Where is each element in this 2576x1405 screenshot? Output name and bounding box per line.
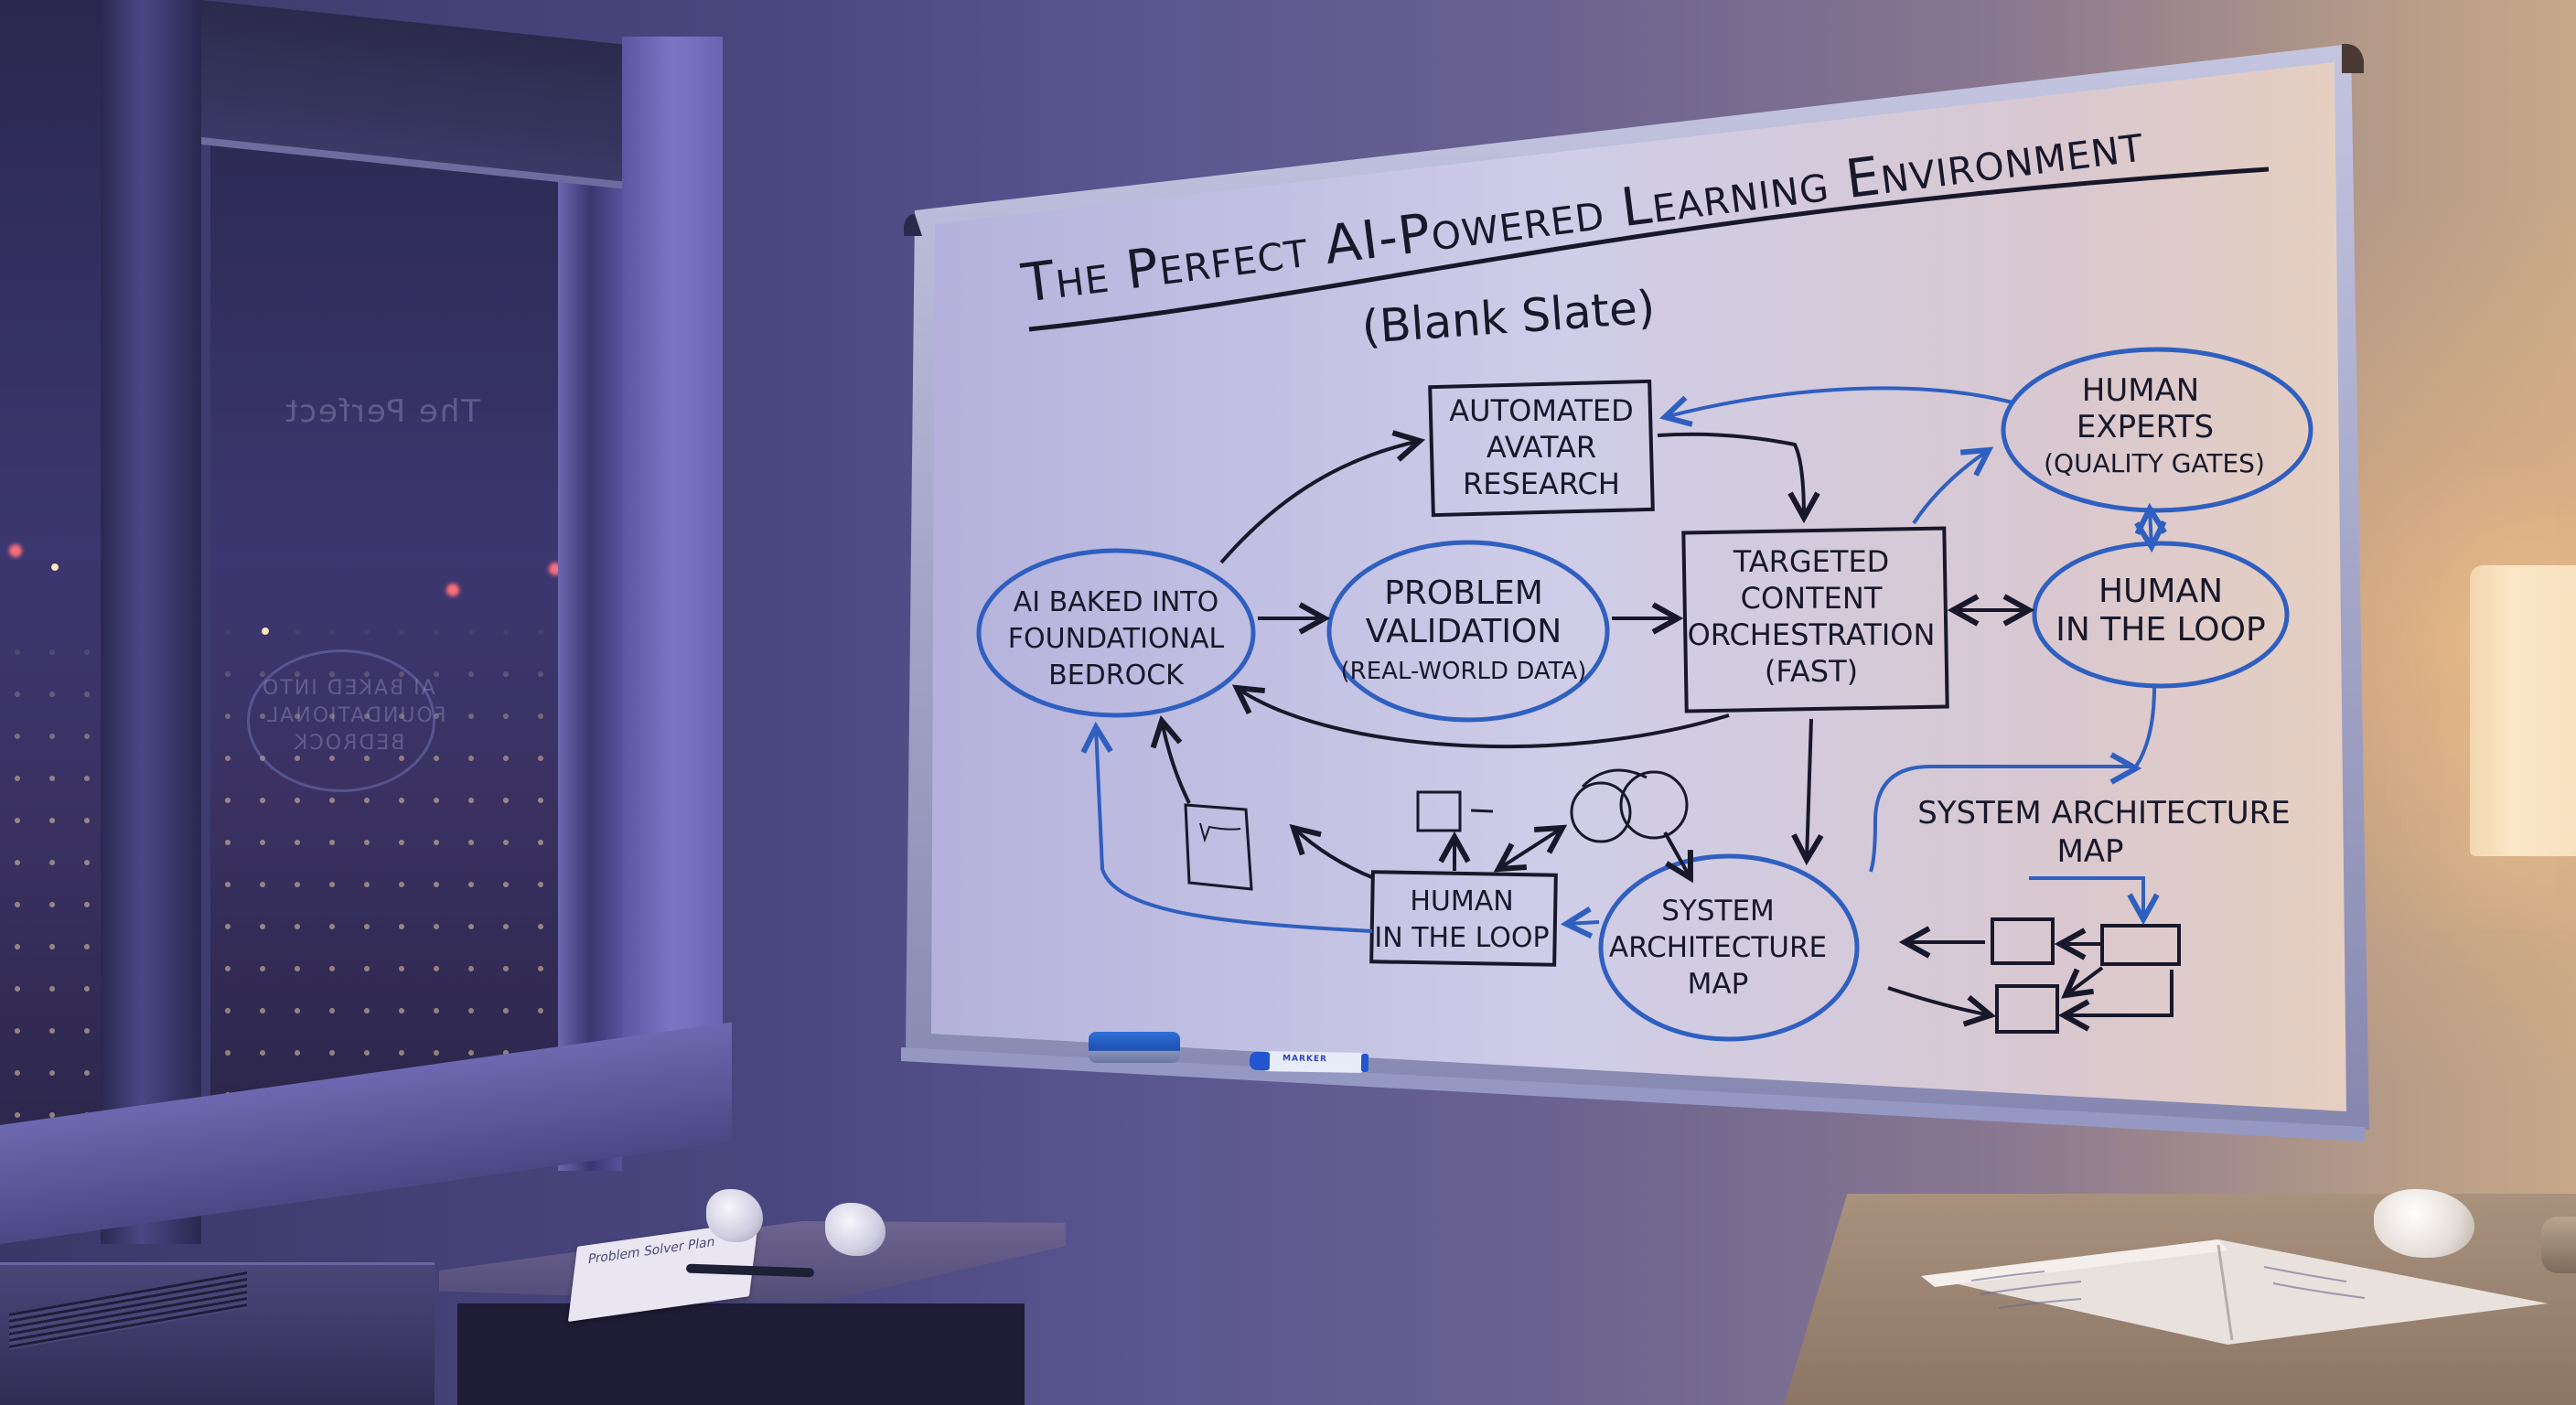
sketch-document [1184,803,1253,891]
svg-text:MAP: MAP [1688,968,1749,1001]
node-problem-validation: PROBLEM VALIDATION (REAL-WORLD DATA) [1326,540,1610,723]
side-table-body [457,1303,1025,1405]
window-glass-left [0,0,101,1217]
radiator [0,1262,435,1405]
svg-text:(REAL-WORLD DATA): (REAL-WORLD DATA) [1341,658,1587,685]
whiteboard-surface [931,62,2346,1111]
window-reflection-node-line3: BEDROCK [293,732,405,755]
arch-mini-boxes [1887,917,2181,1034]
node-content-orchestration: TARGETED CONTENT ORCHESTRATION (FAST) [1681,526,1949,713]
crumpled-paper [2374,1189,2474,1258]
sketch-small-box [1416,790,1494,832]
svg-text:EXPERTS: EXPERTS [2077,409,2214,445]
svg-text:MAP: MAP [2056,833,2123,870]
svg-text:BEDROCK: BEDROCK [1048,660,1185,692]
svg-text:ORCHESTRATION: ORCHESTRATION [1688,617,1936,652]
svg-text:HUMAN: HUMAN [2098,573,2223,610]
lamp-shade [2470,565,2576,856]
svg-text:AI BAKED INTO: AI BAKED INTO [1014,586,1219,618]
city-lights [0,0,101,1217]
sketch-cloud [1570,768,1689,843]
lamp-base [2541,1217,2576,1273]
whiteboard-eraser[interactable] [1089,1032,1180,1063]
city-red-light [446,584,459,596]
window-reflection-node-line1: AI BAKED INTO [261,677,435,700]
whiteboard-frame [906,44,2369,1130]
svg-text:RESEARCH: RESEARCH [1463,467,1620,501]
window-mullion [101,0,201,1244]
node-human-loop-bottom: HUMAN IN THE LOOP [1369,870,1558,967]
node-avatar-research: AUTOMATED AVATAR RESEARCH [1428,379,1655,518]
city-red-light [9,544,22,557]
city-lights [210,64,558,1162]
svg-text:(QUALITY GATES): (QUALITY GATES) [2044,448,2265,478]
node-ai-bedrock: AI BAKED INTO FOUNDATIONAL BEDROCK [976,548,1256,718]
node-system-arch-label: SYSTEM ARCHITECTURE MAP [1917,795,2291,870]
marker-cap [1249,1051,1271,1071]
whiteboard-title: The Perfect AI-Powered Learning Environm… [1017,112,2146,315]
marker-end-cap [1360,1053,1369,1073]
svg-text:SYSTEM: SYSTEM [1661,895,1775,928]
marker-label: MARKER [1282,1054,1328,1065]
svg-text:IN THE LOOP: IN THE LOOP [2055,611,2265,649]
svg-text:ARCHITECTURE: ARCHITECTURE [1609,931,1827,964]
svg-text:(FAST): (FAST) [1765,654,1858,689]
title-underline [1028,166,2270,332]
window-reflection-ellipse [247,649,435,792]
svg-text:PROBLEM: PROBLEM [1384,574,1543,612]
svg-text:HUMAN: HUMAN [1410,885,1513,917]
window-frame-right [558,119,622,1171]
svg-text:AUTOMATED: AUTOMATED [1449,393,1633,428]
window-glass-right: The Perfect AI BAKED INTO FOUNDATIONAL B… [210,64,558,1162]
window: The Perfect AI BAKED INTO FOUNDATIONAL B… [0,0,732,1253]
svg-text:CONTENT: CONTENT [1741,581,1883,616]
svg-text:FOUNDATIONAL: FOUNDATIONAL [1008,623,1225,655]
svg-text:TARGETED: TARGETED [1733,544,1890,579]
node-human-loop-right: HUMAN IN THE LOOP [2032,541,2290,689]
crumpled-paper [825,1203,886,1256]
svg-text:IN THE LOOP: IN THE LOOP [1374,922,1549,954]
window-reflection-title: The Perfect [284,393,481,430]
window-wall-reveal [622,37,723,1134]
radiator-grille [9,1271,247,1350]
black-arrows [1162,434,2029,878]
svg-text:AVATAR: AVATAR [1487,430,1596,465]
svg-text:HUMAN: HUMAN [2082,372,2199,409]
svg-text:VALIDATION: VALIDATION [1366,613,1562,650]
window-reflection-node-line2: FOUNDATIONAL [265,704,446,727]
open-notebook[interactable] [1916,1239,2548,1345]
svg-text:SYSTEM ARCHITECTURE: SYSTEM ARCHITECTURE [1917,795,2291,831]
whiteboard-subtitle: (Blank Slate) [1360,281,1657,354]
blue-arrows [1096,386,2154,931]
node-human-experts: HUMAN EXPERTS (QUALITY GATES) [2001,347,2313,513]
node-system-arch-ellipse: SYSTEM ARCHITECTURE MAP [1598,853,1860,1042]
city-red-light [549,563,558,575]
crumpled-paper [706,1189,763,1242]
whiteboard-marker[interactable]: MARKER [1249,1051,1369,1073]
